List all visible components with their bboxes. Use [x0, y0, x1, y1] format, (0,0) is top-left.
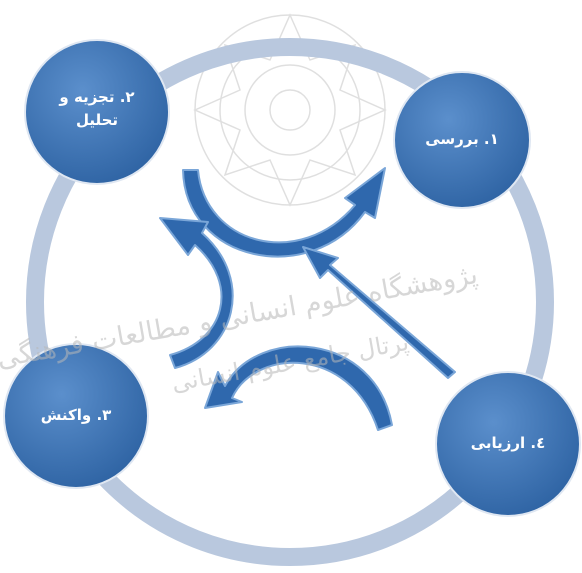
- arrow-bottom-icon: [204, 345, 393, 431]
- cycle-ring: [26, 38, 554, 566]
- node-2-label: ٢. تجزیه و تحلیل: [59, 88, 135, 129]
- arrow-diagonal-icon: [302, 246, 456, 379]
- node-1-label: ١. بررسی: [425, 130, 499, 148]
- node-3-label: ٣. واکنش: [40, 406, 112, 424]
- node-2: [24, 39, 170, 185]
- arrow-top-icon: [182, 167, 386, 258]
- node-4: [435, 371, 581, 517]
- node-1: [393, 71, 531, 209]
- node-3: [3, 343, 149, 489]
- arrow-left-icon: [159, 217, 234, 369]
- cycle-arrows: [159, 167, 456, 431]
- node-4-label: ٤. ارزیابی: [470, 434, 546, 452]
